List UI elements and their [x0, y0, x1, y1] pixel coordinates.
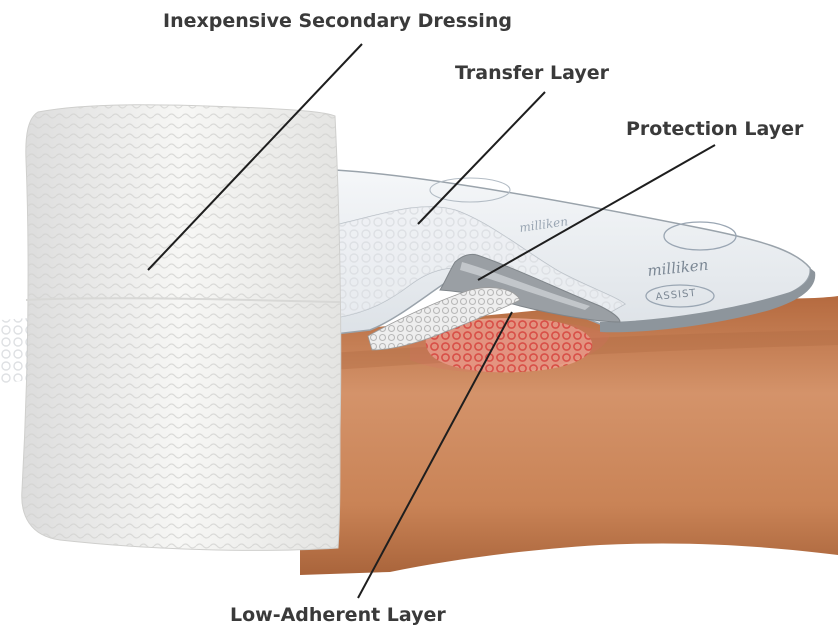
label-low-adherent-layer: Low-Adherent Layer: [230, 604, 446, 626]
gauze-weave: [22, 105, 341, 551]
label-protection-layer: Protection Layer: [626, 118, 803, 140]
label-secondary-dressing: Inexpensive Secondary Dressing: [163, 10, 512, 32]
gauze-edge-fray: [0, 318, 28, 384]
label-transfer-layer: Transfer Layer: [455, 62, 609, 84]
